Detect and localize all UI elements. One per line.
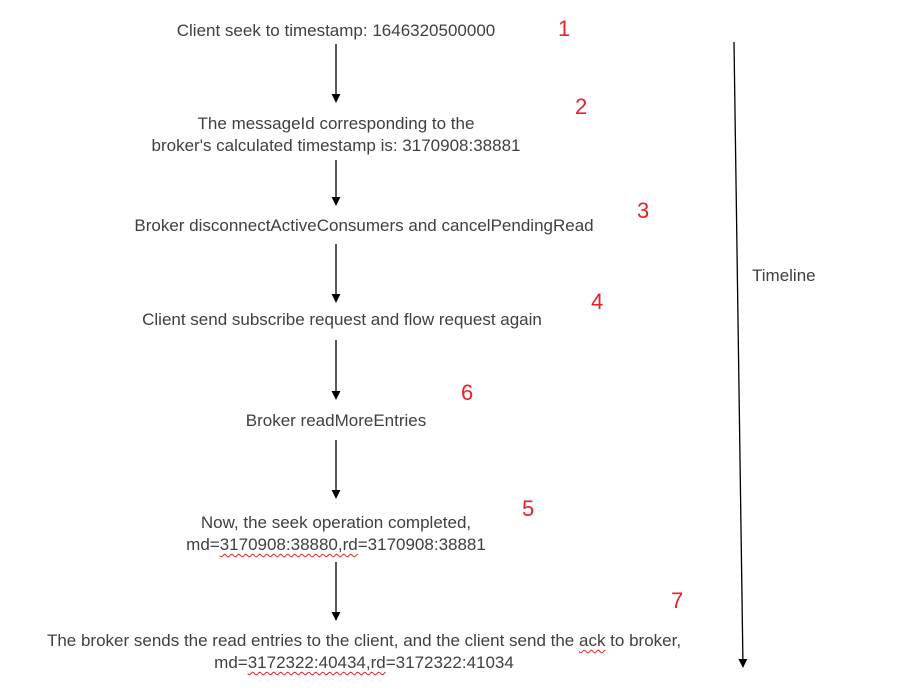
step-5-rd-value: =3170908:38881 xyxy=(357,535,486,554)
step-5-line-1: Now, the seek operation completed, xyxy=(200,513,472,532)
step-5-text: Now, the seek operation completed, md=31… xyxy=(0,512,672,556)
step-4-text: Client send subscribe request and flow r… xyxy=(142,310,542,329)
step-1-number: 1 xyxy=(558,16,571,41)
step-2-line-2: broker's calculated timestamp is: 317090… xyxy=(151,136,521,155)
step-7-md-label: md= xyxy=(214,653,248,672)
step-1-text: Client seek to timestamp: 1646320500000 xyxy=(176,21,496,40)
step-7-line-1-c: to broker, xyxy=(605,631,682,650)
step-3-text: Broker disconnectActiveConsumers and can… xyxy=(134,216,594,235)
step-5-line-2: md=3170908:38880,rd=3170908:38881 xyxy=(0,534,672,556)
step-7-text: The broker sends the read entries to the… xyxy=(0,630,728,674)
step-7-rd-value: =3172322:41034 xyxy=(385,653,514,672)
step-7-line-1-a: The broker sends the read entries to the… xyxy=(46,631,579,650)
step-5-number: 5 xyxy=(522,496,535,521)
step-6-text: Broker readMoreEntries xyxy=(245,411,427,430)
step-3-number: 3 xyxy=(637,198,650,223)
step-2-text: The messageId corresponding to the broke… xyxy=(0,113,672,157)
timeline-label: Timeline xyxy=(752,266,816,285)
step-5-md-label: md= xyxy=(186,535,220,554)
step-7-line-1: The broker sends the read entries to the… xyxy=(0,630,728,652)
step-7-line-2: md=3172322:40434,rd=3172322:41034 xyxy=(0,652,728,674)
step-6-number: 6 xyxy=(461,380,474,405)
step-7-md-value: 3172322:40434,rd xyxy=(247,653,386,672)
step-7-number: 7 xyxy=(671,588,684,613)
step-4-number: 4 xyxy=(591,289,604,314)
step-5-md-value: 3170908:38880,rd xyxy=(219,535,358,554)
timeline-arrow xyxy=(733,41,748,668)
step-2-number: 2 xyxy=(575,94,588,119)
step-7-ack: ack xyxy=(578,631,606,650)
step-2-line-1: The messageId corresponding to the xyxy=(197,114,475,133)
